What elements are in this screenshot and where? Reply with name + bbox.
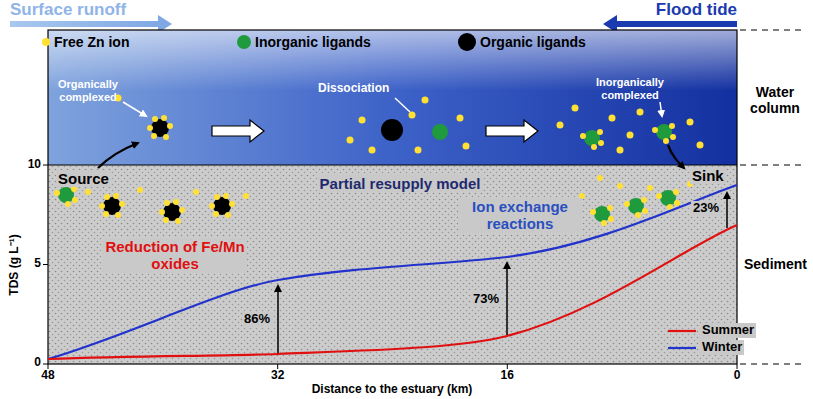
process-arrow [486,120,538,142]
organic-ligand [381,119,403,141]
zone-label: Sediment [744,256,807,272]
difference-arrow [506,263,508,335]
axis-title: TDS (g L⁻¹) [8,234,22,295]
source-arrow [98,143,138,168]
tide-arrow [615,21,737,27]
tick-label: 16 [501,369,514,383]
legend-key: Organic ligands [480,34,586,50]
model-label: Partial resupply model [318,175,483,192]
tick-label: 0 [34,356,41,370]
dashed-guides [740,30,805,364]
process-arrow [212,120,264,142]
legend-key: Inorganic ligands [255,34,371,50]
winter-curve [48,185,737,359]
flow-label: Flood tide [656,0,737,20]
tick-label: 48 [41,369,54,383]
sediment-organic-complex [99,193,125,218]
process-label: Reduction of Fe/Mn oxides [103,238,247,273]
sediment-inorganic-complex [656,189,680,210]
difference-arrow [726,193,728,228]
process-label: Organically complexed [58,78,118,103]
process-label: Ion exchange reactions [458,198,582,233]
sediment-organic-complex [209,193,235,218]
dissociation-line [395,98,410,112]
zone-label: Water column [742,84,808,116]
axis-title: Distance to the estuary (km) [312,383,473,397]
flow-label: Surface runoff [10,0,126,20]
source-label: Source [56,170,111,187]
tick-label: 0 [734,369,741,383]
sediment-organic-complex [159,199,185,224]
legend-line-winter [668,347,696,349]
sediment-inorganic-complex [54,186,78,207]
sink-label: Sink [690,167,726,184]
process-label: Inorganically complexed [590,76,670,101]
zn-ion-symbol [42,38,50,46]
percent-label: 73% [471,292,501,307]
percent-label: 86% [242,312,272,327]
legend-text: Summer [700,323,756,338]
sediment-inorganic-complex [590,205,614,226]
tick-label: 10 [28,158,41,172]
sediment-inorganic-complex [624,197,648,218]
legend-line-summer [668,330,696,332]
difference-arrow [277,286,279,353]
plot-frame [48,30,737,364]
complexation-arrow [660,102,662,116]
inorganic-complex [652,123,676,144]
sediment-band [48,165,737,364]
runoff-arrow [10,21,160,27]
organic-complex [147,115,173,140]
organic-ligand-symbol [458,33,476,51]
legend-text: Winter [700,340,744,355]
summer-curve [48,225,737,359]
process-label: Dissociation [318,82,389,96]
inorganic-ligand [432,124,448,140]
tick-label: 5 [34,257,41,271]
legend-key: Free Zn ion [54,34,129,50]
water-band-light [48,30,737,165]
axis-ticks [43,165,737,369]
inorganic-ligand-symbol [237,35,251,49]
percent-label: 23% [691,201,721,216]
water-band [48,30,737,165]
sediment-zn-ions [85,175,693,199]
inorganic-complex [580,129,604,150]
interface-line [48,164,737,165]
complexation-arrow [123,102,146,116]
tick-label: 32 [271,369,284,383]
sink-arrow [668,145,684,168]
free-zn-ions [347,97,704,154]
